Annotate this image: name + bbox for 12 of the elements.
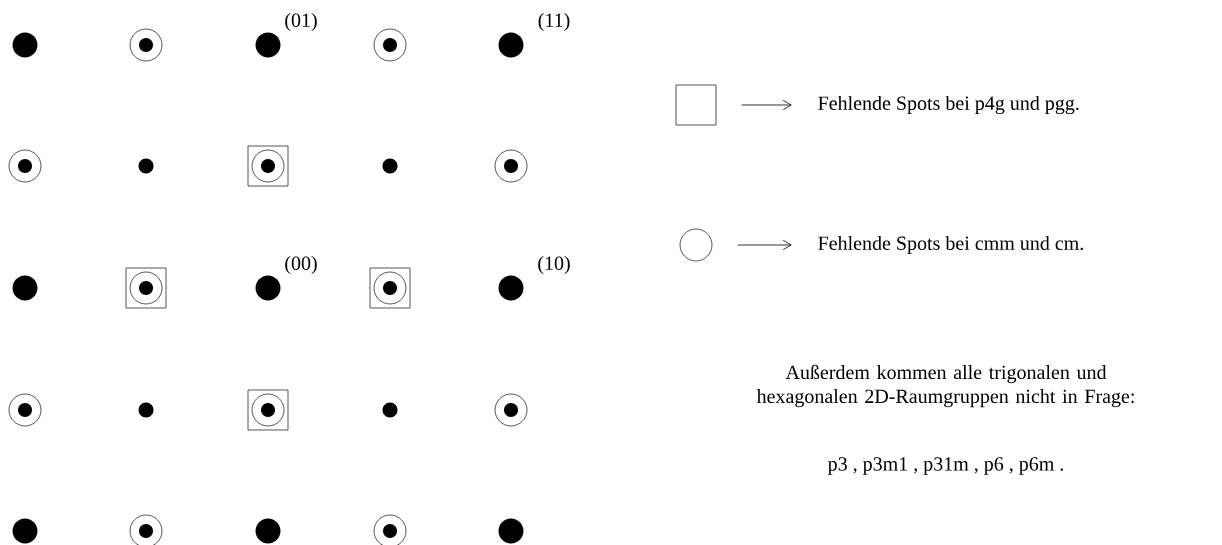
square-symbol — [675, 84, 717, 126]
legend-text: Fehlende Spots bei p4g und pgg. — [818, 95, 1079, 115]
circle-symbol — [679, 228, 713, 262]
note-text: Außerdem kommen alle trigonalen und hexagonalen 2D-Raumgruppen nicht in Frage: — [756, 364, 1134, 408]
note-text: p3 , p3m1 , p31m , p6 , p6m . — [828, 457, 1063, 475]
arrow — [737, 239, 792, 251]
index-label: (10) — [538, 255, 570, 275]
index-label: (01) — [285, 12, 317, 32]
arrow — [741, 99, 792, 111]
index-label: (11) — [538, 12, 570, 32]
index-label: (00) — [285, 255, 317, 275]
legend-text: Fehlende Spots bei cmm und cm. — [818, 235, 1083, 255]
